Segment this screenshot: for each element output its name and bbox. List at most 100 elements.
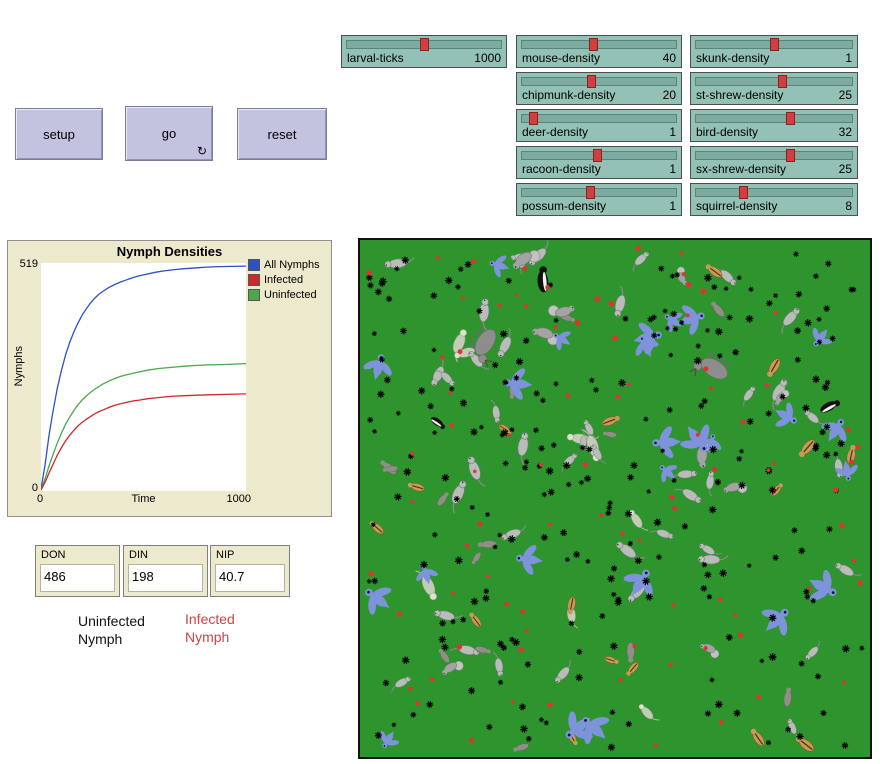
slider-track[interactable] [695,149,853,162]
tick-sprite [457,266,464,273]
tick-sprite [551,442,557,448]
slider-track[interactable] [521,75,677,88]
dot-sprite [486,574,490,579]
tick-sprite [701,562,708,568]
slider-thumb[interactable] [770,38,779,51]
chipmunk-sprite [767,358,781,377]
bird-sprite [677,305,705,335]
slider-track[interactable] [521,149,677,162]
slider-thumb[interactable] [593,149,603,162]
tick-sprite [804,593,811,600]
y-axis-min: 0 [31,482,38,494]
slider-thumb[interactable] [785,112,795,125]
chipmunk-sprite [469,612,482,628]
tick-sprite [816,339,823,345]
tick-sprite [441,643,449,651]
slider-track[interactable] [521,38,677,51]
world-canvas[interactable] [360,240,870,757]
bird-sprite [659,465,678,483]
tick-sprite [497,679,504,686]
slider-thumb[interactable] [528,112,538,125]
shrew-sprite [477,540,497,549]
mouse-sprite [391,676,411,693]
tick-sprite [841,644,850,653]
slider-thumb[interactable] [785,149,795,162]
tick-sprite [668,352,674,358]
tick-sprite [564,557,570,563]
tick-sprite [773,293,778,299]
slider-thumb[interactable] [420,38,429,51]
slider-thumb[interactable] [588,38,598,51]
dot-sprite [473,469,477,474]
tick-sprite [615,596,622,603]
bird-sprite [635,336,659,358]
bird-sprite [582,716,610,745]
dot-sprite [615,394,621,400]
bird-sprite [680,424,710,453]
mouse-sprite [699,543,722,555]
monitor-label: DIN [129,549,148,561]
slider-track[interactable] [521,112,677,125]
monitor-don: DON 486 [35,545,120,597]
tick-sprite [772,554,779,561]
slider-track[interactable] [521,186,677,199]
slider-track[interactable] [695,38,853,51]
slider-thumb[interactable] [738,186,748,199]
tick-sprite [704,571,712,579]
skunk-sprite [820,400,840,413]
tick-sprite [394,493,402,501]
tick-sprite [656,554,662,560]
tick-sprite [497,532,503,538]
reset-button[interactable]: reset [237,108,327,160]
go-button[interactable]: go ↻ [125,106,213,161]
legend-item: Infected [248,274,320,286]
setup-button[interactable]: setup [15,108,103,160]
bird-sprite [809,569,837,601]
dot-sprite [599,513,604,518]
tick-sprite [449,386,455,392]
slider-thumb[interactable] [587,75,597,88]
tick-sprite [705,327,710,333]
tick-sprite [525,735,532,742]
tick-sprite [793,251,799,257]
bird-sprite [623,569,653,597]
tick-sprite [669,273,676,279]
tick-sprite [459,399,468,407]
slider-thumb[interactable] [585,186,595,199]
tick-sprite [812,375,820,384]
tick-sprite [522,464,529,471]
tick-sprite [547,488,555,496]
dot-sprite [712,466,718,472]
slider-track[interactable] [695,75,853,88]
tick-sprite [366,578,372,584]
slider-label: mouse-density [522,51,601,65]
tick-sprite [759,658,765,664]
slider-thumb[interactable] [777,75,787,88]
shrew-sprite [513,743,529,752]
slider-track[interactable] [695,112,853,125]
x-axis-min: 0 [37,493,44,505]
slider-track[interactable] [346,38,502,51]
dot-sprite [436,256,440,260]
tick-sprite [610,642,618,650]
tick-sprite [642,577,650,586]
world-view[interactable] [358,238,872,759]
tick-sprite [502,460,509,467]
dot-sprite [700,288,707,295]
slider-track[interactable] [695,186,853,199]
chipmunk-sprite [798,439,816,458]
squirrel-sprite [723,482,748,494]
x-axis-label: Time [131,493,156,505]
mouse-sprite [384,257,415,269]
